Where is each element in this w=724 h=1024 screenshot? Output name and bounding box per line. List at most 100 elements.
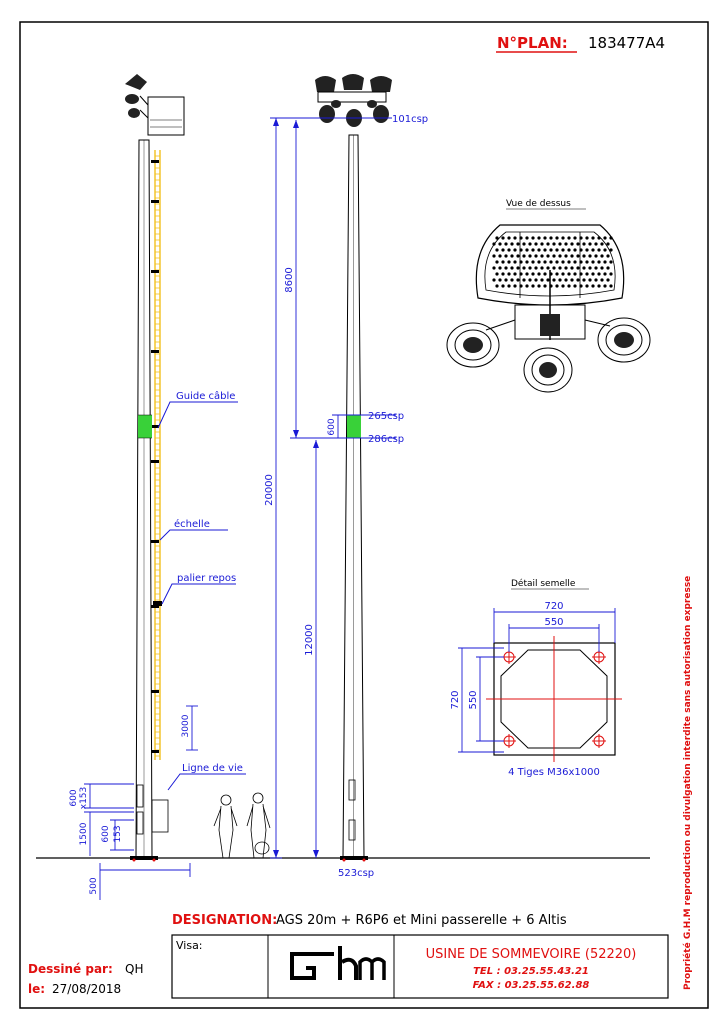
headframe-perforation: [534, 278, 538, 282]
dim-600-joint: 600: [327, 418, 337, 435]
headframe-perforation: [564, 266, 568, 270]
headframe-perforation: [552, 242, 556, 246]
headframe-perforation: [609, 284, 613, 288]
headframe-perforation: [537, 248, 541, 252]
headframe-perforation: [504, 242, 508, 246]
headframe-perforation: [573, 284, 577, 288]
headframe-perforation: [558, 254, 562, 258]
headframe-perforation: [501, 248, 505, 252]
headframe-perforation: [573, 248, 577, 252]
headframe-perforation: [576, 242, 580, 246]
headframe-perforation: [513, 272, 517, 276]
headframe-perforation: [597, 284, 601, 288]
sheet-border: [19, 21, 709, 1009]
headframe-perforation: [603, 248, 607, 252]
headframe-perforation: [513, 260, 517, 264]
headframe-perforation: [522, 266, 526, 270]
headframe-perforation: [525, 272, 529, 276]
headframe-perforation: [534, 254, 538, 258]
headframe-perforation: [537, 272, 541, 276]
headframe-perforation: [531, 284, 535, 288]
headframe-perforation: [585, 284, 589, 288]
headframe-perforation: [588, 254, 592, 258]
headframe-perforation: [501, 272, 505, 276]
headframe-perforation: [594, 278, 598, 282]
designation-value: AGS 20m + R6P6 et Mini passerelle + 6 Al…: [276, 913, 567, 928]
dim-500: 500: [89, 877, 99, 894]
headframe-perforation: [531, 236, 535, 240]
headframe-perforation: [591, 248, 595, 252]
headframe-perforation: [540, 242, 544, 246]
visa-label: Visa:: [176, 939, 203, 952]
scale-figures: [213, 792, 271, 859]
headframe-perforation: [597, 272, 601, 276]
headframe-perforation: [552, 254, 556, 258]
headframe-perforation: [567, 272, 571, 276]
headframe-perforation: [525, 236, 529, 240]
base-bolts: 4 Tiges M36x1000: [508, 767, 600, 778]
headframe-perforation: [561, 236, 565, 240]
headframe-perforation: [606, 242, 610, 246]
headframe-perforation: [567, 236, 571, 240]
headframe-perforation: [558, 278, 562, 282]
headframe-perforation: [558, 242, 562, 246]
headframe-perforation: [561, 248, 565, 252]
headframe-perforation: [522, 254, 526, 258]
factory-fax: FAX : 03.25.55.62.88: [473, 980, 590, 991]
ladder-bracket: [151, 690, 159, 693]
dim-mid-csp-a: 265csp: [368, 411, 404, 422]
mast-view: 101csp 8600 20000 600 12000 265csp 286cs…: [264, 74, 428, 879]
ghm-logo: Ghm: [290, 946, 386, 994]
headframe-perforation: [603, 284, 607, 288]
dim-1500: 1500: [79, 822, 89, 845]
label-guide-cable: Guide câble: [176, 390, 235, 402]
headframe-perforation: [534, 266, 538, 270]
dim-3000: 3000: [181, 714, 191, 737]
headframe-perforation: [576, 278, 580, 282]
headframe-perforation: [603, 236, 607, 240]
headframe-perforation: [582, 278, 586, 282]
ladder-bracket: [151, 460, 159, 463]
headframe-perforation: [564, 254, 568, 258]
headframe-perforation: [495, 236, 499, 240]
headframe-perforation: [537, 284, 541, 288]
base-detail: Détail semelle 720 55: [450, 578, 622, 778]
headframe-perforation: [537, 236, 541, 240]
dim-base-csp: 523csp: [338, 868, 374, 879]
ladder-bracket: [151, 425, 159, 428]
headframe-perforation: [540, 278, 544, 282]
label-ladder: échelle: [174, 518, 210, 530]
headframe-perforation: [531, 272, 535, 276]
headframe-perforation: [594, 266, 598, 270]
headframe-perforation: [606, 266, 610, 270]
dim-600b: 600: [101, 825, 111, 842]
headframe-perforation: [600, 278, 604, 282]
headframe-perforation: [516, 254, 520, 258]
headframe-perforation: [492, 254, 496, 258]
ladder-bracket: [151, 750, 159, 753]
plan-label: N°PLAN:: [497, 34, 568, 52]
headframe-perforation: [597, 248, 601, 252]
headframe-perforation: [498, 242, 502, 246]
top-view-title: Vue de dessus: [506, 199, 571, 209]
headframe-perforation: [555, 284, 559, 288]
headframe-perforation: [507, 248, 511, 252]
headframe-perforation: [570, 242, 574, 246]
headframe-perforation: [501, 236, 505, 240]
headframe-perforation: [594, 242, 598, 246]
elevation-head: [125, 74, 185, 136]
headframe-perforation: [546, 242, 550, 246]
headframe-perforation: [585, 272, 589, 276]
headframe-perforation: [549, 260, 553, 264]
dim-153: 153: [113, 825, 123, 842]
headframe-perforation: [597, 260, 601, 264]
headframe-perforation: [561, 284, 565, 288]
plan-header: N°PLAN: 183477A4: [496, 34, 665, 53]
headframe-perforation: [510, 266, 514, 270]
headframe-perforation: [567, 284, 571, 288]
headframe-perforation: [549, 236, 553, 240]
date-value: 27/08/2018: [52, 982, 121, 996]
headframe-perforation: [582, 254, 586, 258]
elevation-view: Guide câble échelle palier repos Ligne d…: [69, 74, 271, 900]
